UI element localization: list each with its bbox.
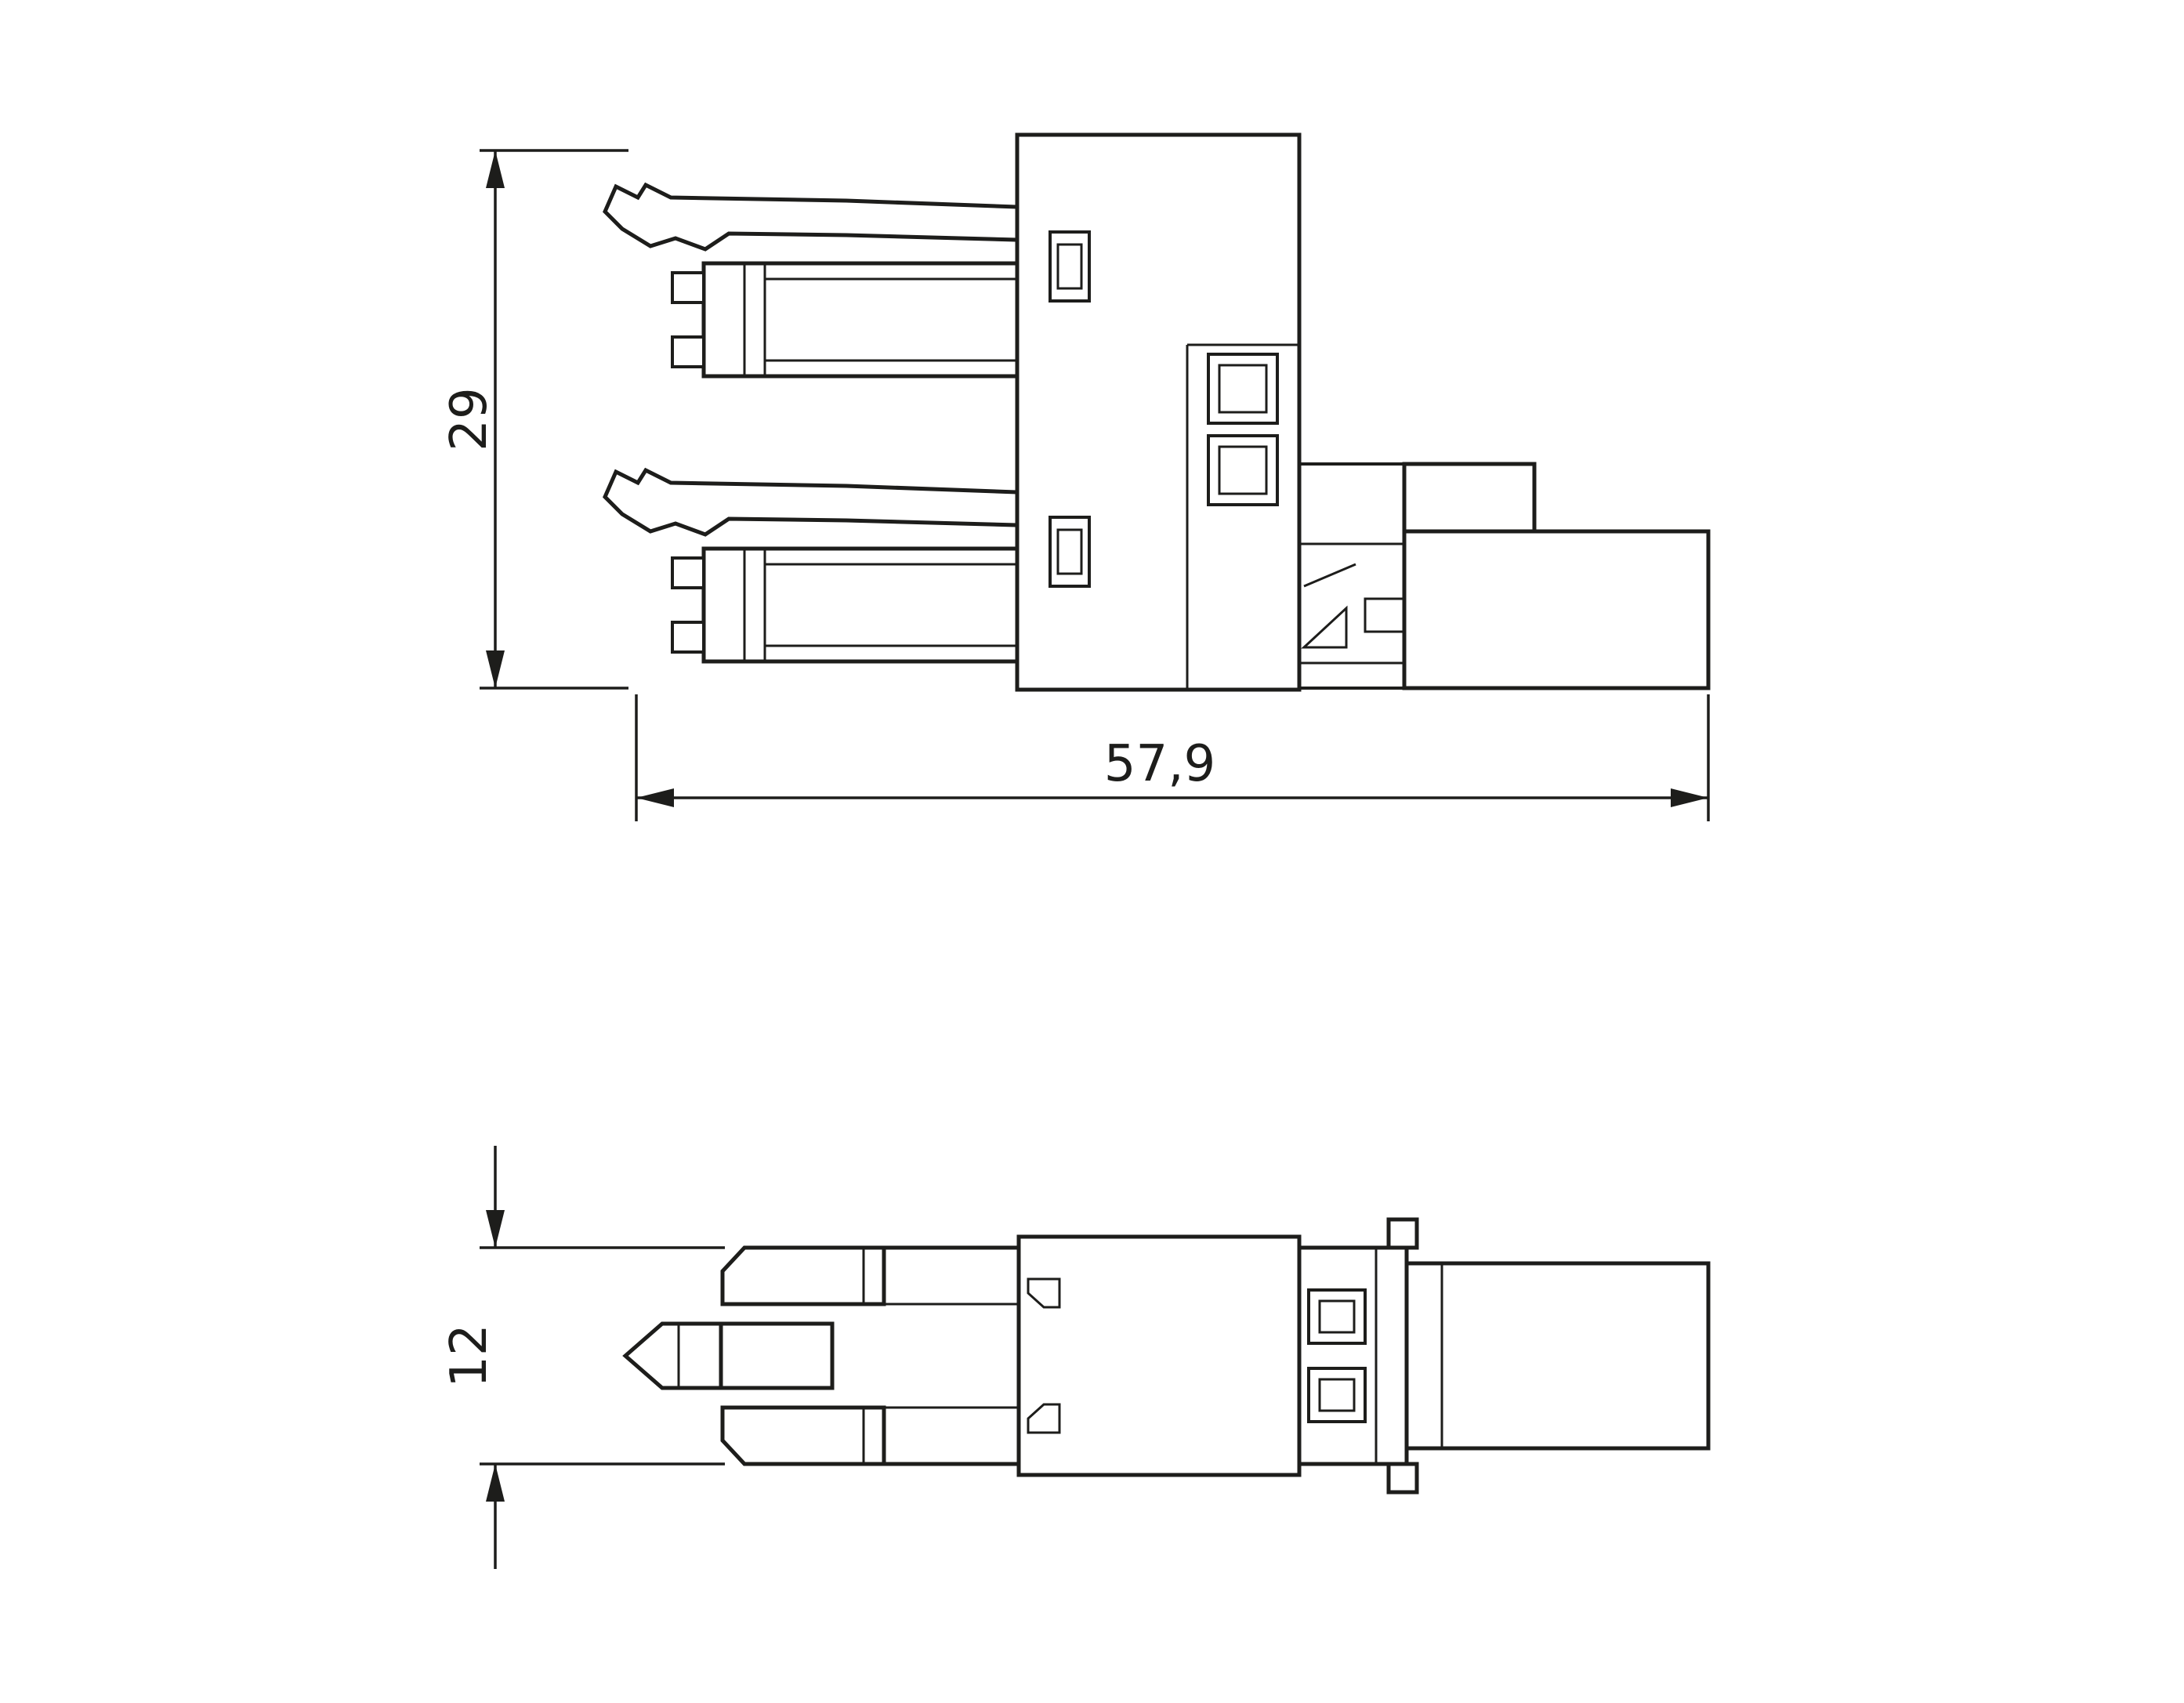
dimension-width: 57,9 [635, 694, 1710, 821]
latch-tab-top [1386, 1217, 1419, 1250]
upper-terminal-socket [701, 261, 1020, 379]
interface-contact-upper-inner [1318, 1299, 1356, 1334]
contact-chamber-upper-inner [1218, 364, 1268, 414]
arrowhead-up-icon [486, 150, 505, 188]
housing-window-upper [1049, 230, 1091, 303]
lower-terminal-tab-bottom [671, 621, 705, 654]
arrowhead-down-icon [486, 1210, 505, 1248]
interface-contact-lower-inner [1318, 1378, 1356, 1412]
interface-contact-upper [1307, 1288, 1367, 1345]
latch-spring-wedge [1301, 605, 1348, 649]
plug-center-bar [719, 1321, 835, 1390]
lower-release-lever [603, 467, 1020, 537]
bottom-prong [720, 1405, 886, 1466]
housing-body-bottom-view [1016, 1234, 1302, 1477]
body-hook-upper [1027, 1277, 1061, 1309]
interface-contact-lower [1307, 1367, 1367, 1423]
bottom-view [622, 1217, 1711, 1495]
arrowhead-right-icon [1671, 788, 1708, 807]
latch-step-block [1402, 462, 1537, 534]
male-connector-block [1402, 529, 1711, 690]
housing-window-lower-inner [1056, 528, 1083, 575]
upper-terminal-tab-bottom [671, 335, 705, 368]
body-hook-lower [1027, 1403, 1061, 1434]
housing-window-lower [1049, 516, 1091, 588]
housing-window-upper-inner [1056, 243, 1083, 290]
lower-terminal-socket [701, 546, 1020, 664]
upper-terminal-tab-top [671, 271, 705, 304]
dimension-label-height: 29 [440, 387, 498, 451]
latch-detent-block [1364, 597, 1406, 633]
arrowhead-up-icon [486, 1464, 505, 1502]
plug-nose [622, 1321, 723, 1390]
upper-release-lever [603, 182, 1020, 252]
arrowhead-down-icon [486, 650, 505, 688]
arrowhead-left-icon [636, 788, 674, 807]
male-connector-block-bottom-view [1404, 1261, 1711, 1451]
dimension-depth: 12 [440, 1146, 725, 1569]
lower-terminal-tab-top [671, 556, 705, 589]
latch-tab-bottom [1386, 1462, 1419, 1495]
latch-spring-line [1303, 563, 1356, 588]
top-prong [720, 1245, 886, 1306]
contact-chamber-lower-inner [1218, 445, 1268, 495]
dimension-label-width: 57,9 [1104, 735, 1216, 793]
dimension-label-depth: 12 [440, 1324, 498, 1387]
side-view [603, 132, 1711, 692]
dimension-height: 29 [440, 149, 628, 690]
